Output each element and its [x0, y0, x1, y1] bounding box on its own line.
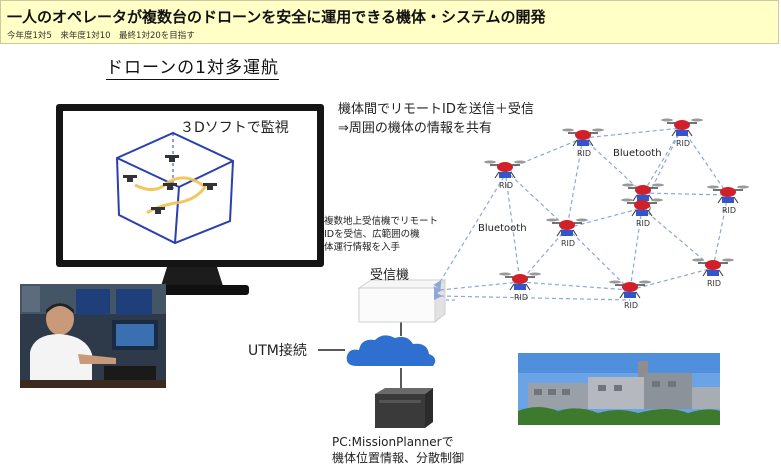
rid-label: RID	[707, 279, 721, 288]
network-link	[623, 265, 716, 296]
ground-text-line2: IDを受信、広範囲の機	[324, 229, 420, 240]
operator-photo	[20, 284, 166, 388]
drone-icon	[484, 160, 526, 179]
section-title: ドローンの1対多運航	[106, 53, 279, 80]
utm-label: UTM接続	[248, 343, 307, 359]
ground-text-line3: 体運行情報を入手	[324, 242, 401, 253]
cloud-icon	[346, 335, 436, 366]
network-link	[563, 131, 589, 231]
drone-icon	[562, 128, 604, 147]
drone-icon	[499, 272, 541, 291]
network-link	[636, 188, 731, 200]
pc-text-line1: PC:MissionPlannerで	[332, 435, 454, 449]
rid-label: RID	[676, 139, 690, 148]
rid-label: RID	[722, 206, 736, 215]
network-link	[560, 205, 645, 234]
network-link	[559, 220, 632, 292]
network-link	[575, 130, 645, 195]
pc-text-line2: 機体位置情報、分散制御	[332, 451, 465, 465]
rid-label: RID	[624, 301, 638, 310]
pc-icon	[375, 388, 433, 428]
bluetooth-label-2: Bluetooth	[478, 223, 527, 234]
network-link	[513, 277, 633, 294]
receiver-label: 受信機	[370, 268, 410, 283]
bluetooth-label-1: Bluetooth	[613, 148, 662, 159]
monitor-illustration	[56, 104, 324, 295]
drone-icon	[609, 280, 651, 299]
drone-icon	[661, 118, 703, 137]
network-link	[634, 200, 715, 270]
header-title: 一人のオペレータが複数台のドローンを安全に運用できる機体・システムの開発	[7, 8, 546, 26]
drone-icon	[692, 258, 734, 277]
monitor-label: ３Dソフトで監視	[180, 120, 289, 136]
receiver-link	[433, 281, 521, 295]
rid-label: RID	[499, 181, 513, 190]
receiver-box	[357, 278, 447, 324]
header-subtitle: 今年度1対5 来年度1対10 最終1対20を目指す	[7, 31, 195, 41]
comm-text-line2: ⇒周囲の機体の情報を共有	[338, 121, 492, 136]
network-link	[518, 220, 575, 284]
network-link	[640, 120, 689, 211]
network-link	[500, 163, 524, 285]
ground-text-line1: 複数地上受信機でリモート	[324, 216, 439, 227]
drone-icon	[707, 185, 749, 204]
network-link	[497, 162, 569, 230]
network-link	[641, 120, 689, 196]
comm-text-line1: 機体間でリモートIDを送信＋受信	[338, 102, 534, 117]
rid-label: RID	[514, 293, 528, 302]
rid-label: RID	[636, 219, 650, 228]
network-link	[710, 188, 734, 271]
drone-icon	[622, 183, 664, 202]
drone-icon	[621, 198, 663, 217]
receiver-link	[433, 291, 631, 301]
rid-label: RID	[561, 239, 575, 248]
drone-icon	[546, 218, 588, 237]
rid-label: RID	[577, 149, 591, 158]
factory-photo	[518, 353, 720, 425]
header-banner: 一人のオペレータが複数台のドローンを安全に運用できる機体・システムの開発 今年度…	[0, 0, 779, 44]
